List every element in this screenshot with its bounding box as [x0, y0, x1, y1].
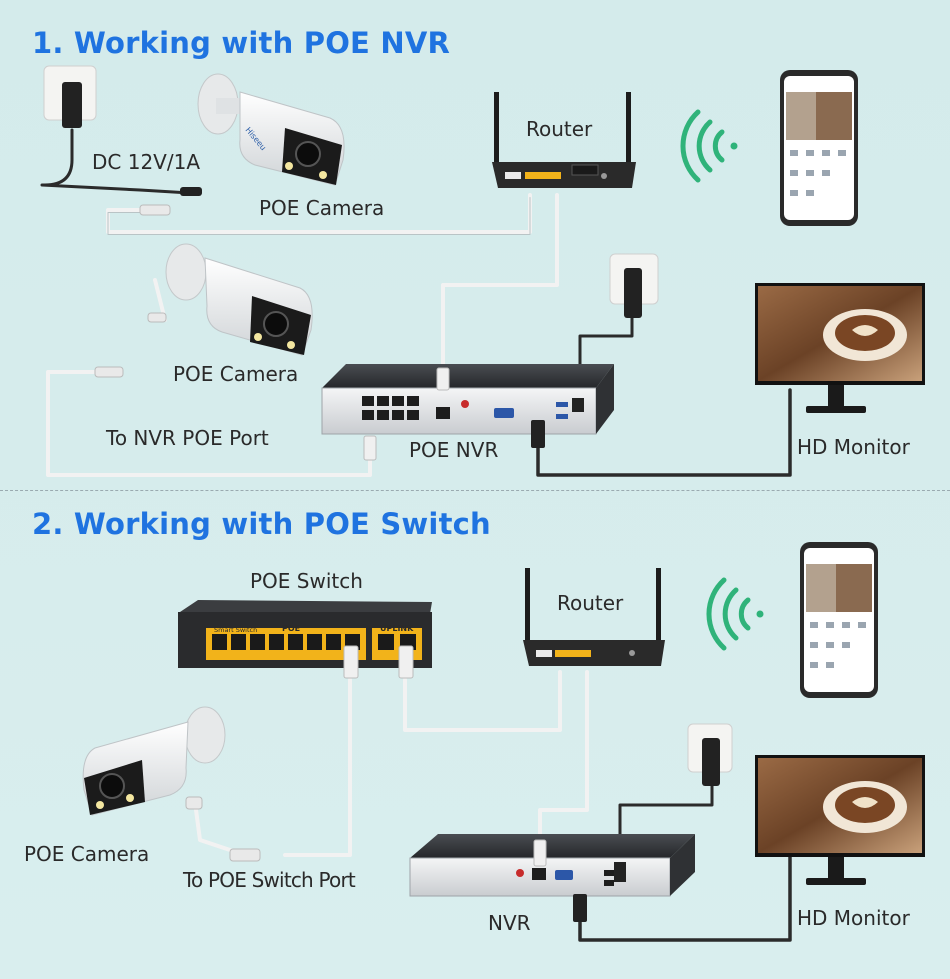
- poe-nvr-label: POE NVR: [409, 438, 499, 462]
- smartphone-2: [800, 542, 878, 698]
- hd-monitor-label-1: HD Monitor: [797, 435, 910, 459]
- router-1: [492, 92, 636, 188]
- poe-camera-3: [82, 706, 261, 862]
- wifi-icon: [706, 577, 764, 651]
- poe-switch-label: POE Switch: [250, 569, 363, 593]
- wall-socket-3: [687, 723, 733, 786]
- poe-nvr-device: [321, 364, 614, 435]
- nvr-device: [409, 834, 695, 922]
- switch-poe-text: POE: [282, 624, 300, 633]
- poe-camera-1: Hiseeu: [197, 73, 345, 186]
- poe-switch-device: [178, 600, 432, 679]
- to-nvr-port-label: To NVR POE Port: [106, 426, 269, 450]
- section2-heading: 2. Working with POE Switch: [32, 507, 491, 541]
- router-2: [523, 568, 665, 666]
- switch-uplink-text: UPLINK: [380, 624, 414, 633]
- poe-camera-label-2: POE Camera: [173, 362, 299, 386]
- router-label-1: Router: [526, 117, 593, 141]
- wall-socket-1: [43, 65, 97, 128]
- section-divider: [0, 490, 950, 491]
- section2-cables: [194, 670, 792, 942]
- wifi-icon: [680, 109, 738, 183]
- dc-power-label: DC 12V/1A: [92, 150, 200, 174]
- smartphone-1: [780, 70, 858, 226]
- poe-camera-label-3: POE Camera: [24, 842, 150, 866]
- router-label-2: Router: [557, 591, 624, 615]
- section1-heading: 1. Working with POE NVR: [32, 26, 450, 60]
- wall-socket-2: [609, 253, 659, 318]
- poe-camera-label-1: POE Camera: [259, 196, 385, 220]
- nvr-plugs: [363, 367, 545, 461]
- to-switch-port-label: To POE Switch Port: [183, 868, 356, 892]
- switch-brand-text: Smart Switch: [214, 626, 257, 634]
- hd-monitor-1: [755, 283, 925, 413]
- poe-camera-2: [94, 243, 313, 378]
- hd-monitor-2: [755, 755, 925, 885]
- hd-monitor-label-2: HD Monitor: [797, 906, 910, 930]
- camera1-connectors: [139, 187, 202, 216]
- nvr-label: NVR: [488, 911, 531, 935]
